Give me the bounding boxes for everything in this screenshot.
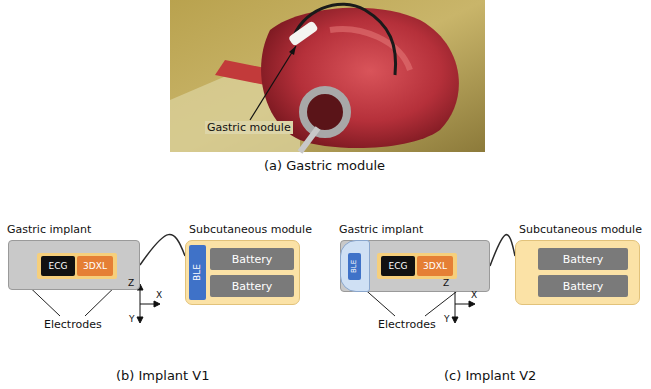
- battery-box: Battery: [210, 248, 294, 270]
- sensor-box: ECG: [41, 256, 75, 276]
- caption: (c) Implant V2: [444, 368, 536, 383]
- caption: (a) Gastric module: [264, 158, 385, 173]
- electrode-label: Electrodes: [378, 318, 436, 331]
- axis-label: Z: [443, 278, 449, 288]
- module-heading: Gastric implant: [7, 223, 91, 236]
- cable: [140, 235, 185, 265]
- axis-label: X: [156, 290, 162, 300]
- axis-label: X: [471, 290, 477, 300]
- box-text: 3DXL: [423, 262, 447, 271]
- sensor-box: ECG: [381, 256, 415, 276]
- module-heading: Subcutaneous module: [519, 223, 642, 236]
- box-text: BLE: [193, 264, 202, 281]
- caption: (b) Implant V1: [116, 368, 210, 383]
- electrode-label: Electrodes: [44, 318, 102, 331]
- photo-label: Gastric module: [205, 121, 293, 134]
- box-text: Battery: [232, 254, 273, 265]
- photo: [170, 0, 485, 152]
- sensor-box: 3DXL: [417, 256, 453, 276]
- box-text: ECG: [49, 262, 68, 271]
- ble-strip: BLE: [189, 245, 206, 300]
- module-housing: Subcutaneous moduleBLEBatteryBattery: [185, 240, 300, 305]
- implant-body: Gastric implantECG3DXL: [8, 240, 140, 290]
- axis-label: Y: [129, 314, 135, 324]
- battery-box: Battery: [210, 275, 294, 297]
- box-text: ECG: [389, 262, 408, 271]
- ble-chip: BLE: [348, 253, 361, 280]
- implant-body: Gastric implantBLEECG3DXL: [340, 240, 490, 292]
- battery-box: Battery: [538, 248, 628, 270]
- axis-label: Y: [444, 314, 450, 324]
- box-text: Battery: [563, 254, 604, 265]
- box-text: BLE: [351, 260, 358, 273]
- box-text: Battery: [232, 281, 273, 292]
- cable: [490, 235, 515, 266]
- battery-box: Battery: [538, 275, 628, 297]
- module-housing: Subcutaneous moduleBatteryBattery: [515, 240, 640, 305]
- box-text: 3DXL: [83, 262, 107, 271]
- sensor-box: 3DXL: [77, 256, 113, 276]
- module-heading: Subcutaneous module: [189, 223, 312, 236]
- module-heading: Gastric implant: [339, 223, 423, 236]
- axis-label: Z: [128, 278, 134, 288]
- box-text: Battery: [563, 281, 604, 292]
